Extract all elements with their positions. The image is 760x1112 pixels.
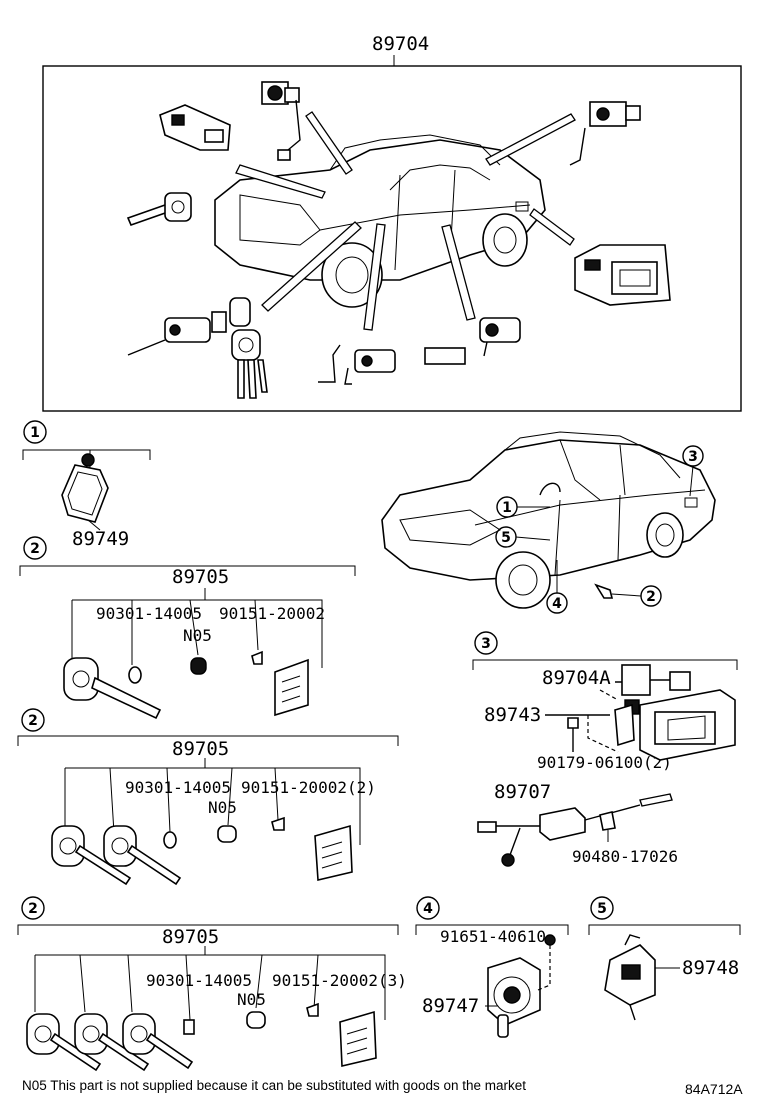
callout-4: 4 91651-40610 89747 [415, 896, 569, 1038]
callout-2b-note-code: N05 [208, 798, 237, 817]
callout-5-marker [590, 896, 614, 920]
marker-3: 3 [682, 445, 704, 497]
control-unit-icon [621, 664, 736, 761]
pin-icon [183, 1019, 195, 1035]
callout-2c-screw: 90151-20002(3) [272, 971, 407, 990]
callout-2a-pin: 90301-14005 [96, 604, 202, 623]
control-module-icon [574, 244, 671, 306]
cap-icon [217, 825, 237, 843]
screw-icon [271, 816, 285, 831]
callout-4-marker [416, 896, 440, 920]
pin-icon [128, 666, 142, 684]
callout-2a-note-code: N05 [183, 626, 212, 645]
key-tag-icon [61, 453, 109, 523]
callout-2b-index: 2 [28, 713, 38, 729]
bracket-icon [614, 703, 635, 747]
plug-icon [599, 811, 616, 831]
callout-1-part: 89749 [72, 528, 129, 550]
motor-actuator-icon [487, 957, 541, 1038]
bolt-icon [567, 717, 579, 729]
marker-1: 1 [496, 496, 550, 518]
key-icon [63, 657, 162, 720]
callout-5-index: 5 [597, 901, 607, 917]
screw-icon [544, 934, 556, 946]
cap-icon [246, 1011, 266, 1029]
callout-3-bracket: 89743 [484, 704, 541, 726]
callout-3-unit: 89704A [542, 667, 611, 689]
key-icon [51, 825, 132, 886]
svg-text:1: 1 [502, 500, 512, 516]
callout-3-sensor: 89707 [494, 781, 551, 803]
callout-2c-note-code: N05 [237, 990, 266, 1009]
key-icon [103, 825, 182, 886]
door-lock-cylinder-icon [318, 344, 396, 385]
svg-text:2: 2 [646, 589, 656, 605]
callout-2c-pin: 90301-14005 [146, 971, 252, 990]
marker-4: 4 [546, 560, 568, 614]
footer-code: 84A712A [685, 1081, 743, 1097]
cylinder-with-keys-icon [127, 297, 268, 399]
callout-3-marker [474, 631, 498, 655]
group-89704-label: 89704 [372, 33, 429, 55]
callout-3: 3 89704A 89743 90179-06100(2) 89707 9048… [472, 631, 738, 867]
callout-2a-index: 2 [30, 541, 40, 557]
cap-icon [190, 657, 207, 675]
callout-2c-marker [21, 896, 45, 920]
callout-3-index: 3 [481, 636, 491, 652]
lock-housing-icon [314, 824, 353, 881]
callout-4-screw: 91651-40610 [440, 927, 546, 946]
switch-bracket-icon [604, 934, 656, 1021]
group-89704-frame [42, 65, 742, 412]
trunk-lock-icon [569, 101, 641, 166]
lock-housing-icon [339, 1010, 377, 1067]
callout-5-part: 89748 [682, 957, 739, 979]
callout-2b-marker [21, 708, 45, 732]
key-icon [26, 1013, 102, 1072]
callout-2a-screw: 90151-20002 [219, 604, 325, 623]
callout-1-index: 1 [30, 425, 40, 441]
door-lock-actuator-front-icon [159, 104, 231, 151]
svg-text:4: 4 [552, 596, 562, 612]
footer-note: N05 This part is not supplied because it… [22, 1078, 526, 1093]
key-icon [122, 1013, 194, 1070]
screw-icon [251, 650, 263, 665]
pointer-arrows-top [235, 111, 576, 331]
car-illustration-top [214, 134, 546, 308]
callout-3-plug: 90480-17026 [572, 847, 678, 866]
overview-car: 1 5 4 2 3 [381, 431, 716, 614]
svg-text:5: 5 [501, 530, 511, 546]
group-89704: 89704 [42, 33, 742, 412]
screw-icon [306, 1002, 319, 1017]
callout-4-index: 4 [423, 901, 433, 917]
callout-2b-kit: 89705 [172, 738, 229, 760]
callout-2c-kit: 89705 [162, 926, 219, 948]
door-lock-cylinder-rear-icon [424, 317, 521, 365]
callout-2b-screw: 90151-20002(2) [241, 778, 376, 797]
callout-1-marker [23, 420, 47, 444]
svg-text:3: 3 [688, 449, 698, 465]
callout-2a-kit: 89705 [172, 566, 229, 588]
callout-2b: 2 89705 90301-14005 90151-20002(2) N05 [17, 708, 399, 886]
ignition-switch-icon [261, 81, 301, 161]
callout-2a: 2 89705 90301-14005 90151-20002 N05 [19, 536, 356, 720]
callout-2b-pin: 90301-14005 [125, 778, 231, 797]
callout-2c-index: 2 [28, 901, 38, 917]
callout-2a-marker [23, 536, 47, 560]
callout-5: 5 89748 [588, 896, 741, 1021]
sensor-icon [477, 793, 673, 867]
callout-3-bolt: 90179-06100(2) [537, 753, 672, 772]
marker-5: 5 [495, 526, 551, 548]
marker-2: 2 [594, 583, 662, 607]
key-top-left-icon [126, 192, 192, 227]
callout-2c: 2 89705 90301-14005 90151-20002(3) N05 [17, 896, 407, 1072]
pin-icon [163, 831, 177, 849]
callout-4-part: 89747 [422, 995, 479, 1017]
lock-housing-icon [274, 658, 309, 717]
callout-1: 1 89749 [22, 420, 151, 550]
